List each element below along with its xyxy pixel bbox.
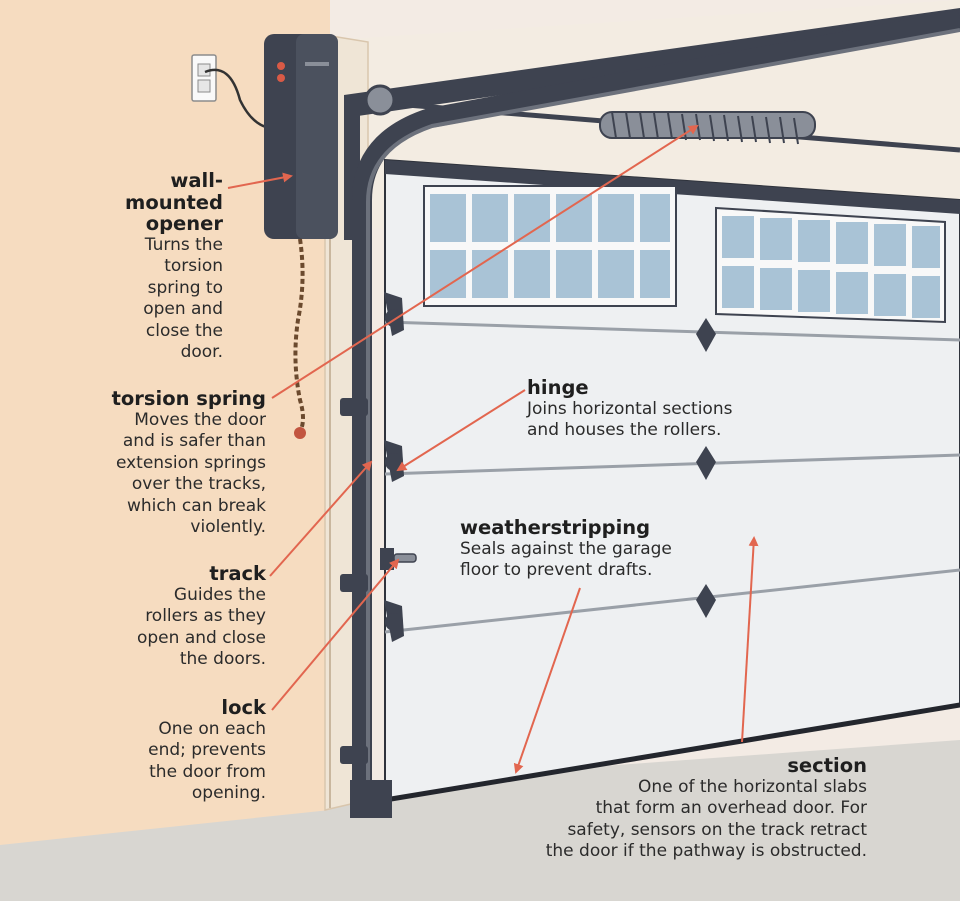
section-seam xyxy=(384,568,960,634)
drum xyxy=(364,84,396,116)
label-lock: lock One on each end; prevents the door … xyxy=(148,697,266,805)
bottom-bracket xyxy=(350,780,392,818)
track-title: track xyxy=(209,562,266,585)
arrow-lock xyxy=(271,558,400,711)
release-rope xyxy=(293,238,305,433)
window-right xyxy=(715,206,946,324)
section-seam xyxy=(384,453,960,476)
label-hinge: hinge Joins horizontal sections and hous… xyxy=(527,377,732,442)
hinge-title: hinge xyxy=(527,376,589,399)
leader-arrows xyxy=(227,124,759,774)
center-hinge xyxy=(696,318,716,618)
vertical-track xyxy=(352,10,960,800)
side-hinges xyxy=(384,292,404,642)
section-seam xyxy=(384,320,960,342)
track-brackets xyxy=(340,398,368,764)
lock-bolt xyxy=(380,548,417,570)
overhead-track xyxy=(344,8,960,118)
arrow-section xyxy=(741,536,759,743)
lock-desc: One on each end; prevents the door from … xyxy=(148,718,266,804)
label-torsion-spring: torsion spring Moves the door and is saf… xyxy=(112,388,266,539)
lock-title: lock xyxy=(221,696,266,719)
section-title: section xyxy=(787,754,867,777)
weather-title: weatherstripping xyxy=(460,516,651,539)
label-opener: wall- mounted opener Turns the torsion s… xyxy=(125,170,223,364)
power-cord xyxy=(204,68,271,130)
section-desc: One of the horizontal slabs that form an… xyxy=(545,776,867,862)
label-section: section One of the horizontal slabs that… xyxy=(546,755,867,863)
spring-title: torsion spring xyxy=(111,387,266,410)
wall-outlet xyxy=(191,54,217,102)
spring-desc: Moves the door and is safer than extensi… xyxy=(115,409,266,538)
opener-desc: Turns the torsion spring to open and clo… xyxy=(143,234,223,363)
floor xyxy=(0,740,960,901)
hinge-desc: Joins horizontal sections and houses the… xyxy=(527,398,733,441)
arrow-track xyxy=(269,460,373,577)
arrow-hinge xyxy=(396,389,526,472)
label-track: track Guides the rollers as they open an… xyxy=(137,563,266,671)
opener-unit xyxy=(264,34,338,239)
torsion-spring xyxy=(599,111,816,145)
side-wall xyxy=(0,0,330,845)
arrow-opener xyxy=(227,172,293,189)
rope-handle xyxy=(294,427,306,439)
arrow-spring xyxy=(271,124,699,399)
track-desc: Guides the rollers as they open and clos… xyxy=(136,584,266,670)
arrow-weather xyxy=(513,587,581,774)
opener-title: wall- mounted opener xyxy=(125,169,223,235)
weather-desc: Seals against the garage floor to preven… xyxy=(460,538,672,581)
label-weatherstripping: weatherstripping Seals against the garag… xyxy=(460,517,672,582)
weatherstrip xyxy=(384,702,960,803)
window-left xyxy=(423,185,677,307)
